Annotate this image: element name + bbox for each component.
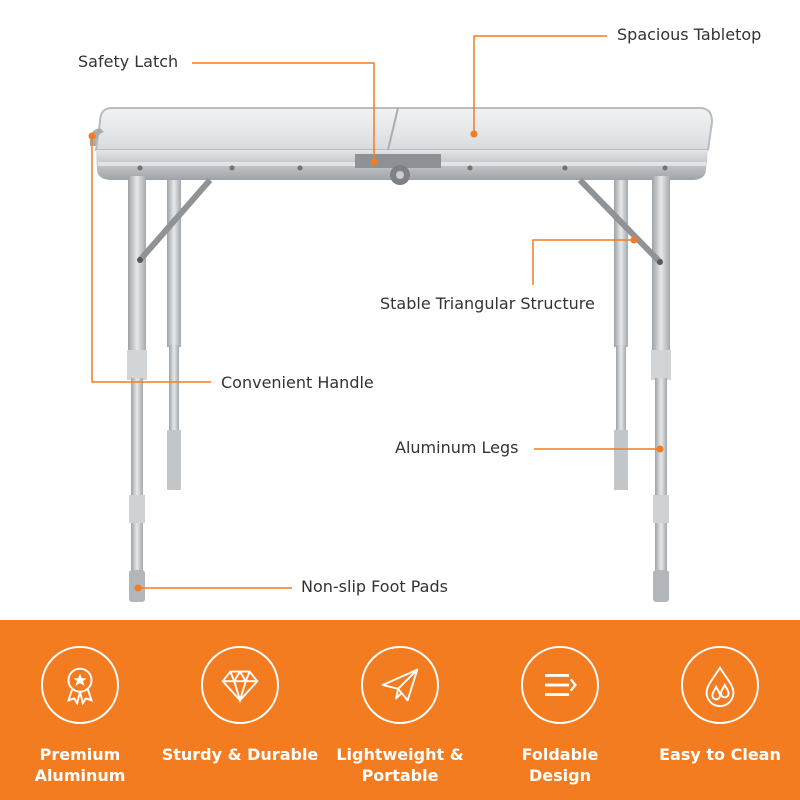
feature-icon-circle <box>361 646 439 724</box>
folding-table-illustration <box>88 35 714 602</box>
feature-icon-circle <box>201 646 279 724</box>
callout-stable-triangular-structure: Stable Triangular Structure <box>380 294 595 313</box>
callout-non-slip-foot-pads: Non-slip Foot Pads <box>301 577 448 596</box>
feature-icon-circle <box>681 646 759 724</box>
feature-label: Sturdy & Durable <box>161 745 319 764</box>
leader-triangular-structure <box>532 239 634 285</box>
callout-aluminum-legs: Aluminum Legs <box>395 438 519 457</box>
feature-premium-aluminum: Premium Aluminum <box>0 646 160 786</box>
feature-icon-circle <box>521 646 599 724</box>
tabletop <box>89 107 714 185</box>
front-legs <box>127 176 671 602</box>
award-medal-icon <box>66 667 94 706</box>
callout-spacious-tabletop: Spacious Tabletop <box>617 25 762 44</box>
water-drops-icon <box>705 665 735 708</box>
feature-foldable-design: Foldable Design <box>480 646 640 786</box>
diamond-icon <box>221 670 259 704</box>
callout-convenient-handle: Convenient Handle <box>221 373 374 392</box>
feature-sturdy-durable: Sturdy & Durable <box>160 646 320 765</box>
feature-label: Easy to Clean <box>659 745 781 764</box>
leader-spacious-tabletop <box>473 35 607 134</box>
callout-safety-latch: Safety Latch <box>78 52 179 71</box>
triangular-braces <box>137 177 663 265</box>
callout-leaders <box>88 35 664 592</box>
feature-lightweight-portable: Lightweight & Portable <box>320 646 480 786</box>
feature-band: Premium Aluminum Sturdy & Durable Lightw… <box>0 620 800 800</box>
paper-plane-icon <box>381 668 419 702</box>
feature-label: Foldable Design <box>521 745 599 785</box>
feature-easy-to-clean: Easy to Clean <box>640 646 800 765</box>
fold-lines-icon <box>545 673 577 697</box>
feature-label: Lightweight & Portable <box>336 745 464 785</box>
product-photo-area: Safety Latch Spacious Tabletop Stable Tr… <box>78 25 762 602</box>
feature-icon-circle <box>41 646 119 724</box>
leader-safety-latch <box>192 62 375 162</box>
leader-convenient-handle <box>91 136 211 383</box>
feature-label: Premium Aluminum <box>34 745 126 785</box>
